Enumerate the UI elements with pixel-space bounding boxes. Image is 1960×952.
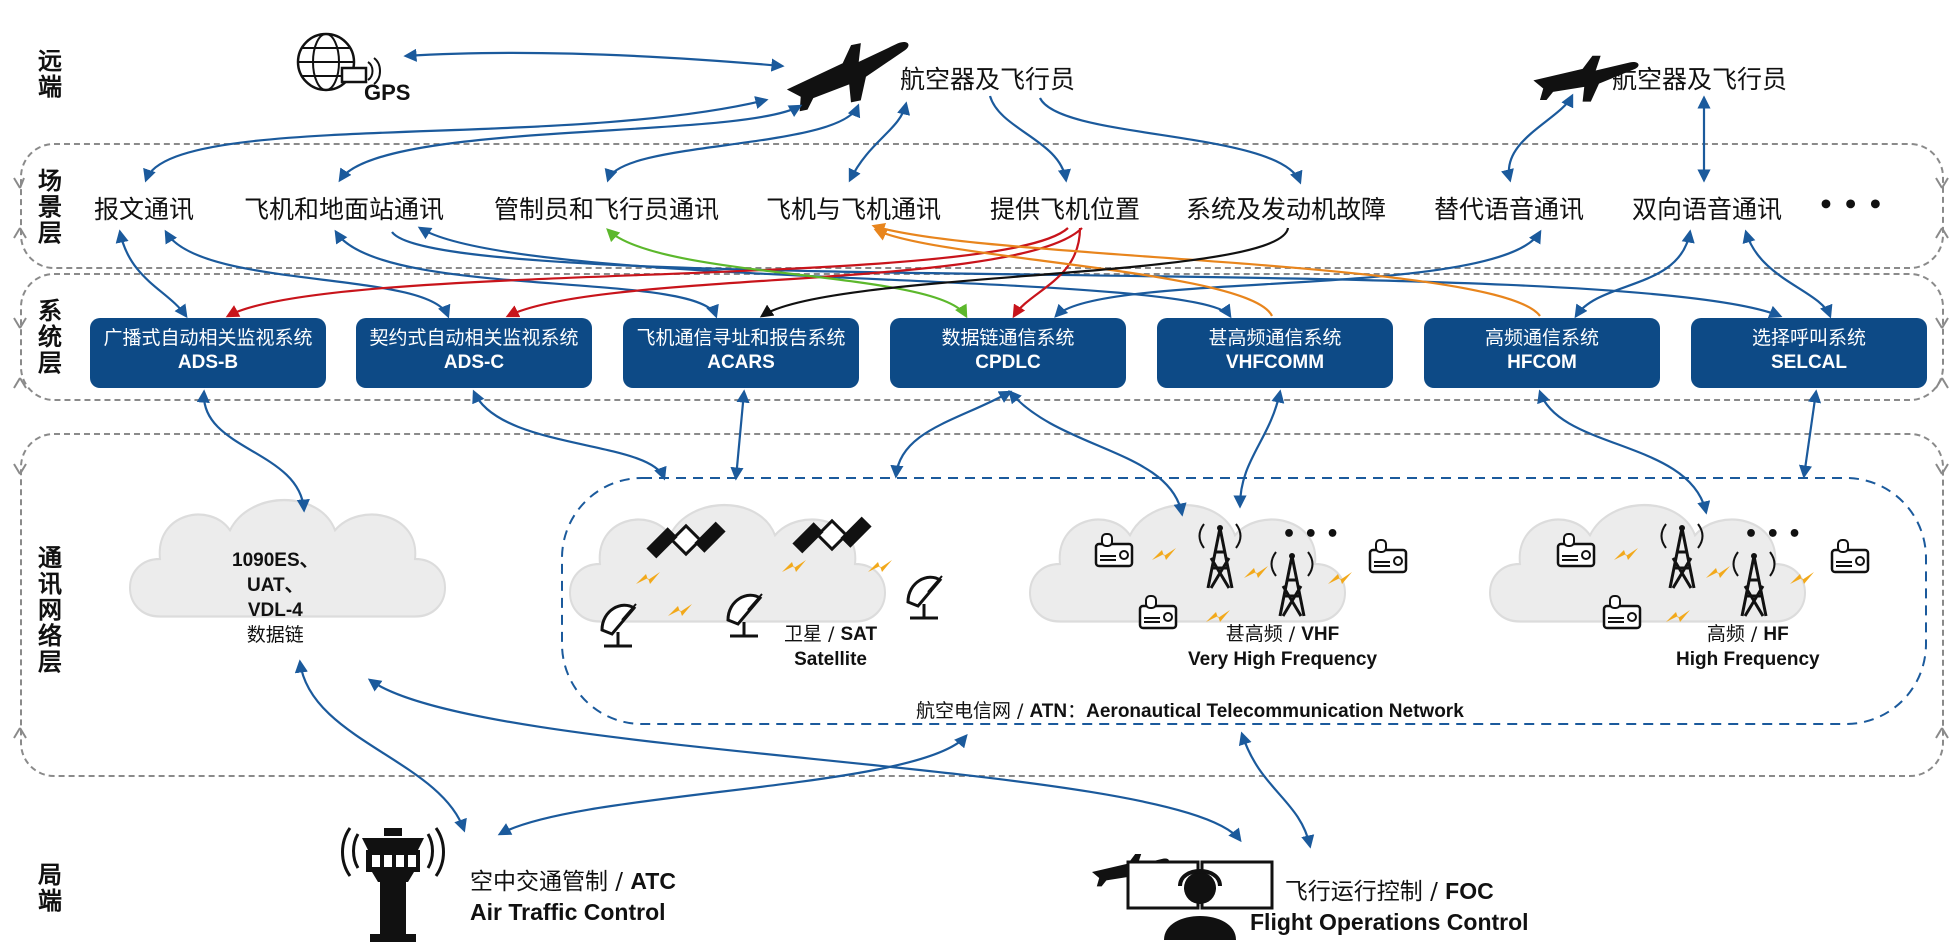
vhf-more-dots: • • • bbox=[1282, 522, 1340, 547]
gps-icon bbox=[296, 32, 381, 92]
sat-label: 卫星 / SAT Satellite bbox=[784, 623, 878, 670]
scene-message-comm: 报文通讯 bbox=[94, 195, 195, 224]
layer-label-remote: 远端 bbox=[38, 47, 62, 101]
layer-label-scene: 场景层 bbox=[38, 167, 62, 247]
scene-alternate-voice: 替代语音通讯 bbox=[1434, 195, 1585, 224]
cloud-sat bbox=[568, 503, 887, 623]
aircraft-icon bbox=[780, 33, 918, 115]
ground-dish-icon bbox=[906, 574, 944, 620]
scene-two-way-voice: 双向语音通讯 bbox=[1632, 195, 1783, 224]
atn-label: 航空电信网 / ATN：Aeronautical Telecommunicati… bbox=[916, 700, 1464, 722]
atc-tower-icon bbox=[341, 827, 445, 942]
layer-label-system: 系统层 bbox=[38, 297, 62, 377]
scene-air-air-comm: 飞机与飞机通讯 bbox=[766, 195, 942, 224]
aircraft-label-right: 航空器及飞行员 bbox=[1612, 65, 1788, 94]
radio-icon bbox=[1368, 538, 1408, 574]
hf-more-dots: • • • bbox=[1744, 522, 1802, 547]
radio-icon bbox=[1830, 538, 1870, 574]
layer-label-local: 局端 bbox=[38, 861, 62, 915]
foc-operator-icon bbox=[1092, 854, 1274, 940]
signal-bolt-icon bbox=[868, 560, 892, 572]
scene-air-ground-comm: 飞机和地面站通讯 bbox=[244, 195, 445, 224]
aircraft-label: 航空器及飞行员 bbox=[900, 65, 1076, 94]
datalink-label: 1090ES、 UAT、 VDL-4 数据链 bbox=[232, 550, 319, 646]
scene-position-report: 提供飞机位置 bbox=[990, 195, 1141, 224]
scene-system-engine-fault: 系统及发动机故障 bbox=[1186, 195, 1387, 224]
gps-label: GPS bbox=[364, 80, 411, 105]
layer-label-network: 通讯网络层 bbox=[38, 544, 62, 676]
scene-controller-pilot-comm: 管制员和飞行员通讯 bbox=[494, 195, 720, 224]
hf-label: 高频 / HF High Frequency bbox=[1676, 623, 1820, 670]
scene-more: • • • bbox=[1818, 190, 1884, 219]
foc-label: 飞行运行控制 / FOC Flight Operations Control bbox=[1250, 878, 1529, 935]
vhf-label: 甚高频 / VHF Very High Frequency bbox=[1188, 623, 1378, 670]
atc-label: 空中交通管制 / ATC Air Traffic Control bbox=[470, 868, 676, 925]
